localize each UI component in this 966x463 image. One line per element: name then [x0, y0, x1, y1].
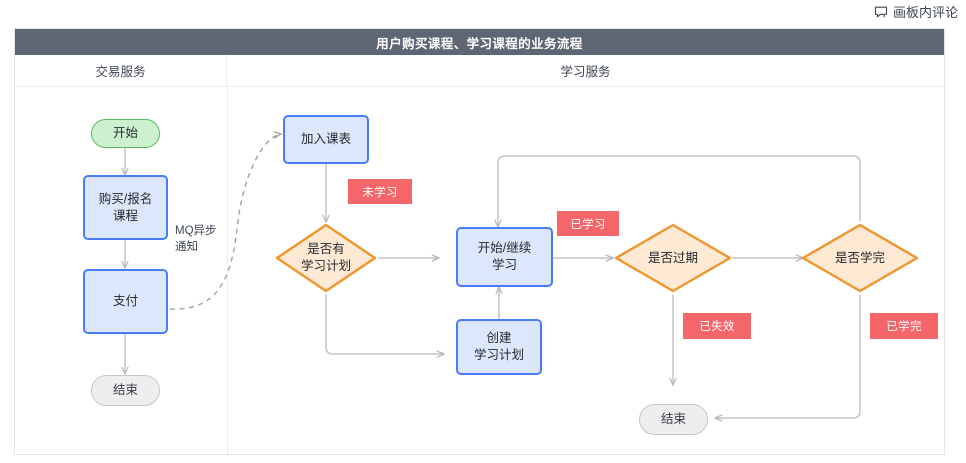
comment-icon	[874, 5, 888, 19]
node-is-expired[interactable]: 是否过期	[613, 222, 733, 294]
node-join-schedule[interactable]: 加入课表	[283, 115, 369, 164]
badge-expired: 已失效	[683, 313, 751, 339]
canvas-comment-button[interactable]: 画板内评论	[874, 5, 958, 19]
lane-divider	[227, 87, 228, 454]
node-is-finished-label: 是否学完	[834, 250, 885, 265]
badge-studied: 已学习	[557, 211, 619, 236]
lane-header-row: 交易服务 学习服务	[15, 55, 944, 87]
node-start[interactable]: 开始	[91, 119, 160, 148]
node-is-expired-label: 是否过期	[647, 250, 698, 265]
edge-label-mq-async: MQ异步 通知	[175, 225, 217, 254]
lane-header-learning: 学习服务	[560, 65, 611, 79]
node-pay[interactable]: 支付	[83, 269, 168, 334]
node-start-continue[interactable]: 开始/继续 学习	[456, 227, 553, 287]
node-is-finished[interactable]: 是否学完	[800, 222, 920, 294]
node-create-plan[interactable]: 创建 学习计划	[456, 319, 542, 375]
node-end-left[interactable]: 结束	[91, 375, 160, 406]
badge-not-studied: 未学习	[348, 179, 412, 204]
node-end-right[interactable]: 结束	[639, 404, 708, 435]
node-buy-course[interactable]: 购买/报名 课程	[83, 175, 168, 240]
diagram-frame: 用户购买课程、学习课程的业务流程 交易服务 学习服务	[14, 28, 945, 455]
diagram-title: 用户购买课程、学习课程的业务流程	[15, 29, 944, 55]
badge-finished: 已学完	[870, 313, 938, 339]
node-has-plan-label: 是否有 学习计划	[300, 242, 351, 273]
lane-header-transaction: 交易服务	[15, 55, 227, 86]
canvas-comment-label: 画板内评论	[892, 4, 958, 20]
node-has-plan[interactable]: 是否有 学习计划	[274, 222, 378, 294]
